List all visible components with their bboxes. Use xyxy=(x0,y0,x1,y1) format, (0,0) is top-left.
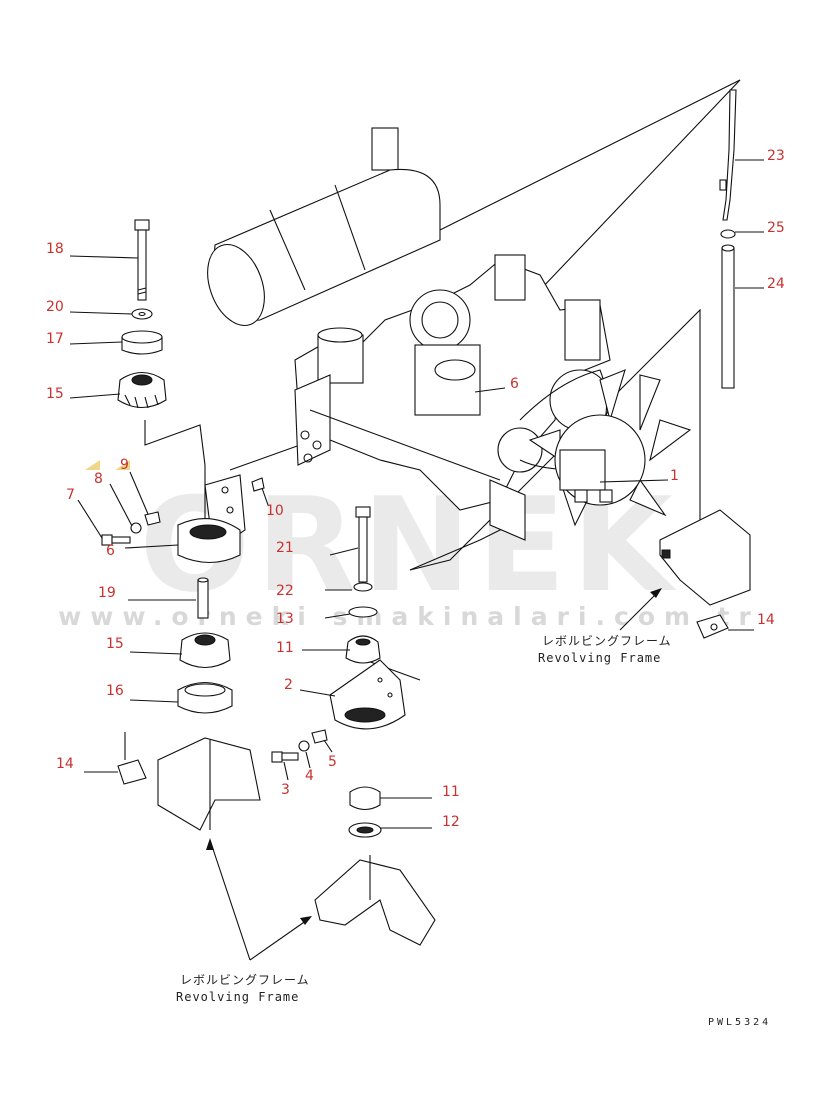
callout-numbers: 23 25 24 18 20 17 15 6 9 8 7 1 10 6 21 2… xyxy=(46,148,785,830)
center-stack xyxy=(271,506,436,946)
frame-label-bottom-en: Revolving Frame xyxy=(176,990,299,1004)
callout-21: 21 xyxy=(276,540,294,556)
frame-label-right-en: Revolving Frame xyxy=(538,651,661,665)
cooling-fan xyxy=(528,369,692,527)
frame-label-right-jp: レボルビングフレーム xyxy=(542,634,672,648)
drawing-code: PWL5324 xyxy=(708,1017,771,1028)
watermark-url: www.orneki smakinalari.com.tr xyxy=(58,602,760,631)
callout-2: 2 xyxy=(284,677,293,693)
right-frame-bracket xyxy=(659,509,751,639)
callout-25: 25 xyxy=(767,220,785,236)
callout-12: 12 xyxy=(442,814,460,830)
callout-15-top: 15 xyxy=(46,386,64,402)
logo-accent-left xyxy=(85,460,100,470)
callout-23: 23 xyxy=(767,148,785,164)
callout-1: 1 xyxy=(670,468,679,484)
left-top-stack xyxy=(117,219,167,409)
callout-16: 16 xyxy=(106,683,124,699)
callout-10: 10 xyxy=(266,503,284,519)
frame-label-bottom: レボルビングフレーム Revolving Frame xyxy=(176,973,310,1004)
dipstick-assembly xyxy=(719,89,737,389)
callout-19: 19 xyxy=(98,585,116,601)
callout-6-bracket: 6 xyxy=(106,543,115,559)
callout-22: 22 xyxy=(276,583,294,599)
callout-7: 7 xyxy=(66,487,75,503)
callout-6-engine: 6 xyxy=(510,376,519,392)
callout-18: 18 xyxy=(46,241,64,257)
callout-15-lower: 15 xyxy=(106,636,124,652)
logo-accent-right xyxy=(115,460,130,470)
callout-14-left: 14 xyxy=(56,756,74,772)
callout-8: 8 xyxy=(94,471,103,487)
callout-5: 5 xyxy=(328,754,337,770)
callout-20: 20 xyxy=(46,299,64,315)
callout-14-right: 14 xyxy=(757,612,775,628)
callout-11-lower: 11 xyxy=(442,784,460,800)
callout-13: 13 xyxy=(276,611,294,627)
callout-3: 3 xyxy=(281,782,290,798)
callout-4: 4 xyxy=(305,768,314,784)
left-mount-bracket xyxy=(101,474,265,563)
callout-17: 17 xyxy=(46,331,64,347)
callout-11-upper: 11 xyxy=(276,640,294,656)
muffler xyxy=(207,127,441,327)
frame-label-bottom-jp: レボルビングフレーム xyxy=(180,973,310,987)
frame-label-right: レボルビングフレーム Revolving Frame xyxy=(538,634,672,665)
callout-9: 9 xyxy=(120,457,129,473)
frame-arrows xyxy=(206,588,662,961)
callout-leaders xyxy=(69,159,764,829)
callout-24: 24 xyxy=(767,276,785,292)
left-lower-stack xyxy=(117,577,261,831)
engine-assembly xyxy=(294,254,611,541)
